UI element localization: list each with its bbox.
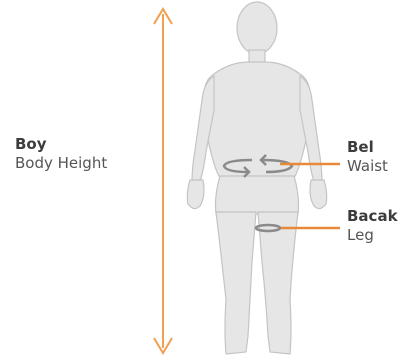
- waist-label-tr: Bel: [347, 140, 388, 155]
- waist-label: Bel Waist: [347, 140, 388, 174]
- figure-right-arm: [300, 76, 322, 182]
- figure-left-hand: [187, 180, 204, 209]
- leg-label: Bacak Leg: [347, 209, 398, 243]
- figure-right-hand: [310, 180, 327, 209]
- figure-right-leg: [258, 212, 298, 354]
- body-height-label-en: Body Height: [15, 156, 107, 171]
- figure-torso: [204, 62, 310, 178]
- leg-label-tr: Bacak: [347, 209, 398, 224]
- waist-label-en: Waist: [347, 159, 388, 174]
- height-arrow: [154, 9, 172, 353]
- figure-head: [237, 2, 277, 54]
- human-figure: [187, 2, 326, 354]
- figure-hips: [216, 176, 299, 214]
- body-height-label: Boy Body Height: [15, 137, 107, 171]
- body-height-label-tr: Boy: [15, 137, 107, 152]
- leg-label-en: Leg: [347, 228, 398, 243]
- figure-left-arm: [192, 76, 214, 182]
- figure-left-leg: [216, 212, 256, 354]
